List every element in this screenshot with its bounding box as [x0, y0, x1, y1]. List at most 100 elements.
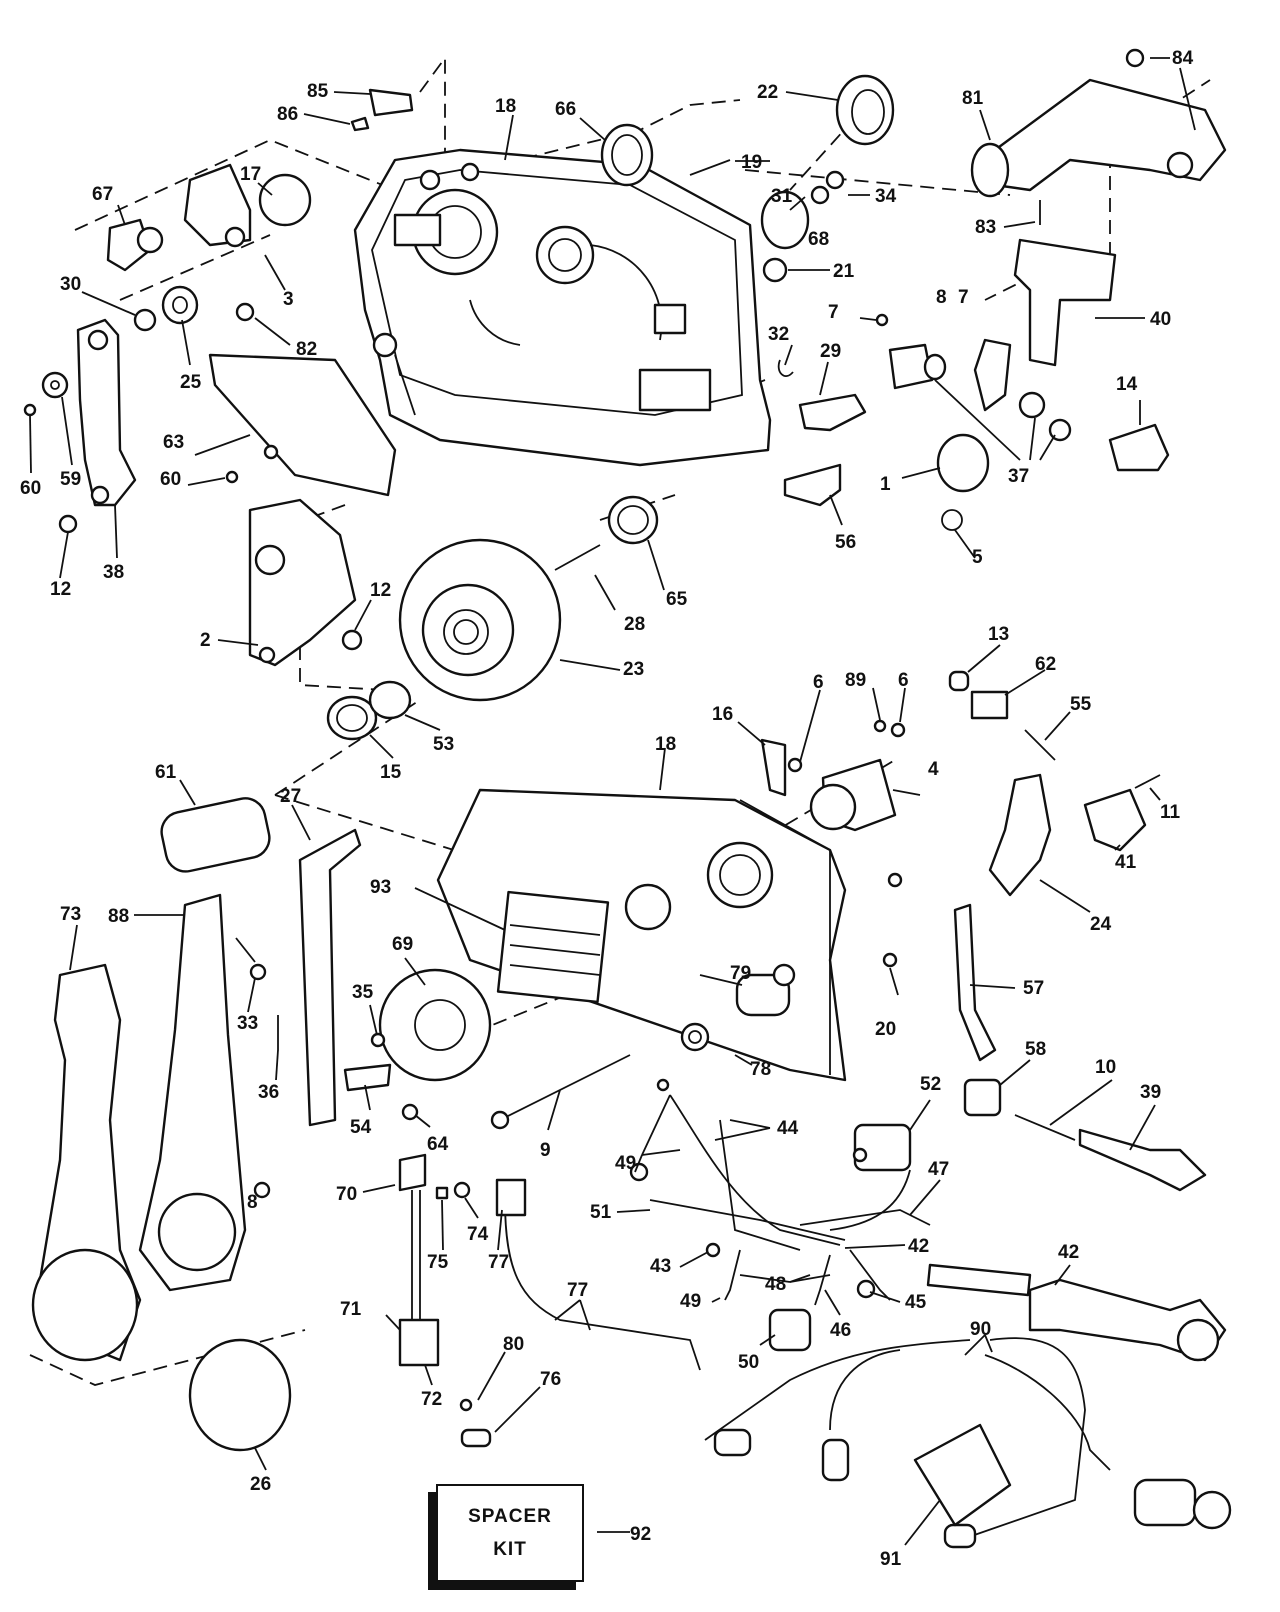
part-75 — [435, 1186, 449, 1200]
part-38 — [76, 318, 137, 507]
label-8-b: 8 — [247, 1192, 258, 1213]
part-60b — [225, 470, 239, 484]
label-69: 69 — [392, 934, 413, 955]
label-26: 26 — [250, 1474, 271, 1495]
lower-cover-18 — [436, 788, 847, 1082]
parts — [23, 48, 1232, 1549]
spacer-kit-line1: SPACER — [468, 1506, 552, 1527]
part-74 — [453, 1181, 471, 1199]
label-84: 84 — [1172, 48, 1194, 69]
label-55: 55 — [1070, 694, 1092, 715]
label-72: 72 — [421, 1389, 442, 1410]
label-3: 3 — [283, 289, 294, 310]
part-9 — [499, 1054, 631, 1121]
part-90-a — [704, 1339, 971, 1441]
part-64 — [401, 1103, 419, 1121]
label-8-a: 8 — [936, 287, 947, 308]
label-58: 58 — [1025, 1039, 1046, 1060]
part-63 — [208, 353, 397, 497]
part-33 — [249, 963, 267, 981]
part-20 — [882, 952, 898, 968]
label-38: 38 — [103, 562, 124, 583]
spacer-kit-line2: KIT — [493, 1539, 527, 1560]
label-9: 9 — [540, 1140, 551, 1161]
part-50 — [768, 1308, 812, 1352]
part-62 — [970, 690, 1009, 720]
part-89 — [873, 719, 887, 733]
label-6-a: 6 — [813, 672, 824, 693]
part-13 — [948, 670, 970, 692]
label-41: 41 — [1115, 852, 1137, 873]
label-63: 63 — [163, 432, 184, 453]
label-68: 68 — [808, 229, 829, 250]
label-33: 33 — [237, 1013, 258, 1034]
label-14: 14 — [1116, 374, 1138, 395]
part-88 — [138, 893, 247, 1292]
spacer-kit-face — [436, 1484, 584, 1582]
label-91: 91 — [880, 1549, 902, 1570]
label-31: 31 — [771, 186, 793, 207]
label-60-b: 60 — [160, 469, 181, 490]
label-86: 86 — [277, 104, 298, 125]
part-12b — [341, 629, 363, 651]
part-17 — [258, 173, 312, 227]
part-32 — [777, 359, 794, 377]
label-2: 2 — [200, 630, 211, 651]
label-10: 10 — [1095, 1057, 1116, 1078]
label-29: 29 — [820, 341, 841, 362]
label-64: 64 — [427, 1134, 449, 1155]
part-71 — [398, 1318, 440, 1367]
part-16 — [760, 738, 787, 797]
label-46: 46 — [830, 1320, 851, 1341]
label-74: 74 — [467, 1224, 489, 1245]
label-57: 57 — [1023, 978, 1044, 999]
label-78: 78 — [750, 1059, 771, 1080]
part-1 — [936, 433, 990, 493]
label-18-bottom: 18 — [655, 734, 676, 755]
part-55 — [1024, 729, 1056, 761]
label-70: 70 — [336, 1184, 357, 1205]
label-42-b: 42 — [1058, 1242, 1079, 1263]
label-30: 30 — [60, 274, 81, 295]
label-19: 19 — [741, 152, 762, 173]
part-34 — [825, 170, 845, 190]
label-43: 43 — [650, 1256, 671, 1277]
part-54 — [343, 1063, 392, 1092]
part-6b — [890, 722, 906, 738]
label-80: 80 — [503, 1334, 524, 1355]
label-34: 34 — [875, 186, 897, 207]
part-27 — [298, 828, 362, 1127]
label-60-a: 60 — [20, 478, 41, 499]
label-49-a: 49 — [615, 1153, 636, 1174]
upper-housing-18 — [353, 148, 772, 467]
part-77-connector — [495, 1178, 527, 1217]
part-11 — [1134, 774, 1161, 789]
callout-labels: 85 86 18 66 22 19 31 34 68 81 84 83 40 2… — [20, 48, 1194, 1570]
label-56: 56 — [835, 532, 856, 553]
part-70 — [398, 1153, 427, 1192]
part-39 — [1078, 1128, 1207, 1192]
spacer-kit-text: SPACER KIT — [436, 1500, 584, 1566]
label-36: 36 — [258, 1082, 279, 1103]
label-20: 20 — [875, 1019, 896, 1040]
label-5: 5 — [972, 547, 983, 568]
part-58 — [963, 1078, 1002, 1117]
part-65 — [607, 495, 659, 545]
label-51: 51 — [590, 1202, 612, 1223]
label-24: 24 — [1090, 914, 1112, 935]
part-84 — [1125, 48, 1145, 68]
label-28: 28 — [624, 614, 645, 635]
label-25: 25 — [180, 372, 202, 393]
label-62: 62 — [1035, 654, 1056, 675]
part-35 — [370, 1032, 386, 1048]
label-35: 35 — [352, 982, 374, 1003]
label-39: 39 — [1140, 1082, 1161, 1103]
label-21: 21 — [833, 261, 855, 282]
label-49-b: 49 — [680, 1291, 701, 1312]
label-50: 50 — [738, 1352, 759, 1373]
part-52 — [853, 1123, 912, 1172]
part-91 — [913, 1423, 1012, 1527]
part-8 — [253, 1181, 271, 1199]
label-79: 79 — [730, 963, 751, 984]
label-15: 15 — [380, 762, 402, 783]
